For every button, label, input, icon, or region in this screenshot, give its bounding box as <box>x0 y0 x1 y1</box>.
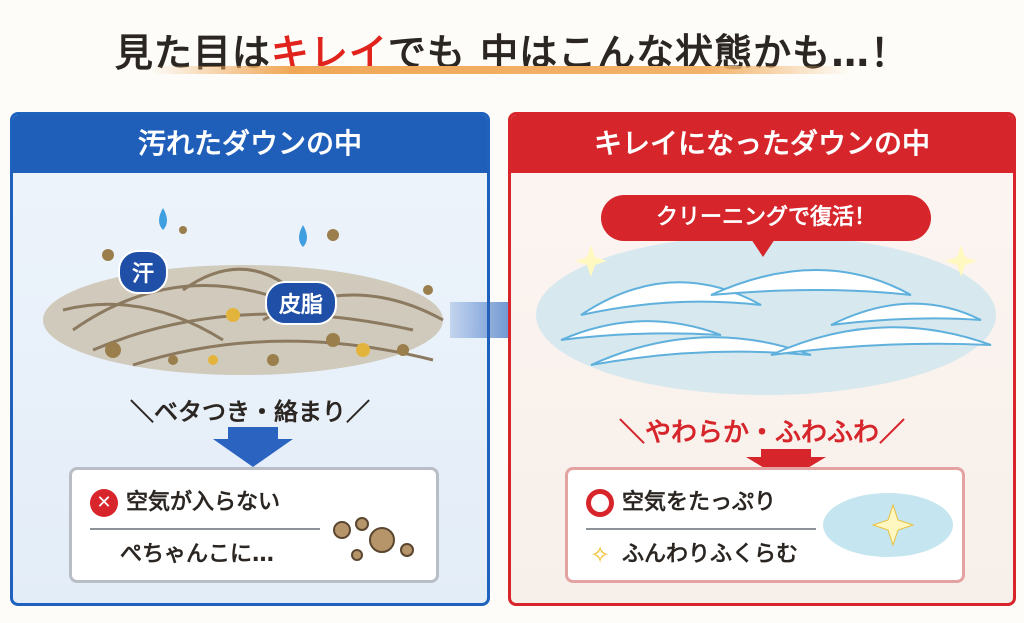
circle-ok-icon <box>586 489 614 517</box>
sparkle-icon <box>575 245 977 277</box>
result-text: ぺちゃんこに… <box>120 542 275 567</box>
dirty-caption: ＼ベタつき・絡まり／ <box>130 398 370 426</box>
sparkle-icon: ✧ <box>589 541 611 569</box>
result-text: 空気が入らない <box>126 490 281 515</box>
panel-header: 汚れたダウンの中 <box>13 115 487 173</box>
title-underline <box>150 66 850 74</box>
down-arrow-icon <box>746 449 826 481</box>
dirty-down-panel: 汚れたダウンの中 汗 皮脂 ＼ベタつき・絡まり／ ✕ 空気が入らない ぺちゃんこに… <box>10 112 490 606</box>
down-arrow-icon <box>213 427 293 467</box>
cross-icon: ✕ <box>90 489 118 517</box>
clean-feathers-illustration <box>536 235 996 395</box>
clean-sparkle-illustration <box>823 493 953 557</box>
result-row: 空気をたっぷり <box>586 480 944 526</box>
divider <box>90 528 320 530</box>
dirt-clumps-illustration <box>333 517 414 561</box>
dirty-result-box: ✕ 空気が入らない ぺちゃんこに… <box>69 467 439 583</box>
result-row: ぺちゃんこに… <box>90 532 418 578</box>
clean-down-panel: キレイになったダウンの中 クリーニングで復活！ ＼やわらか・ふわふわ／ 空気をた… <box>508 112 1016 606</box>
sebum-label: 皮脂 <box>265 281 338 325</box>
dirty-feathers-illustration <box>43 208 444 375</box>
speech-bubble: クリーニングで復活！ <box>601 195 931 257</box>
divider <box>586 528 816 530</box>
panel-header: キレイになったダウンの中 <box>511 115 1013 173</box>
result-row: ✕ 空気が入らない <box>90 480 418 526</box>
clean-caption: ＼やわらか・ふわふわ／ <box>618 418 905 448</box>
result-text: 空気をたっぷり <box>622 490 777 515</box>
result-row: ✧ ふんわりふくらむ <box>586 532 944 578</box>
sweat-label: 汗 <box>118 250 169 294</box>
sweat-drop-icon <box>299 225 307 247</box>
result-text: ふんわりふくらむ <box>622 542 799 567</box>
sweat-drop-icon <box>159 208 167 230</box>
clean-result-box: 空気をたっぷり ✧ ふんわりふくらむ <box>565 467 965 583</box>
